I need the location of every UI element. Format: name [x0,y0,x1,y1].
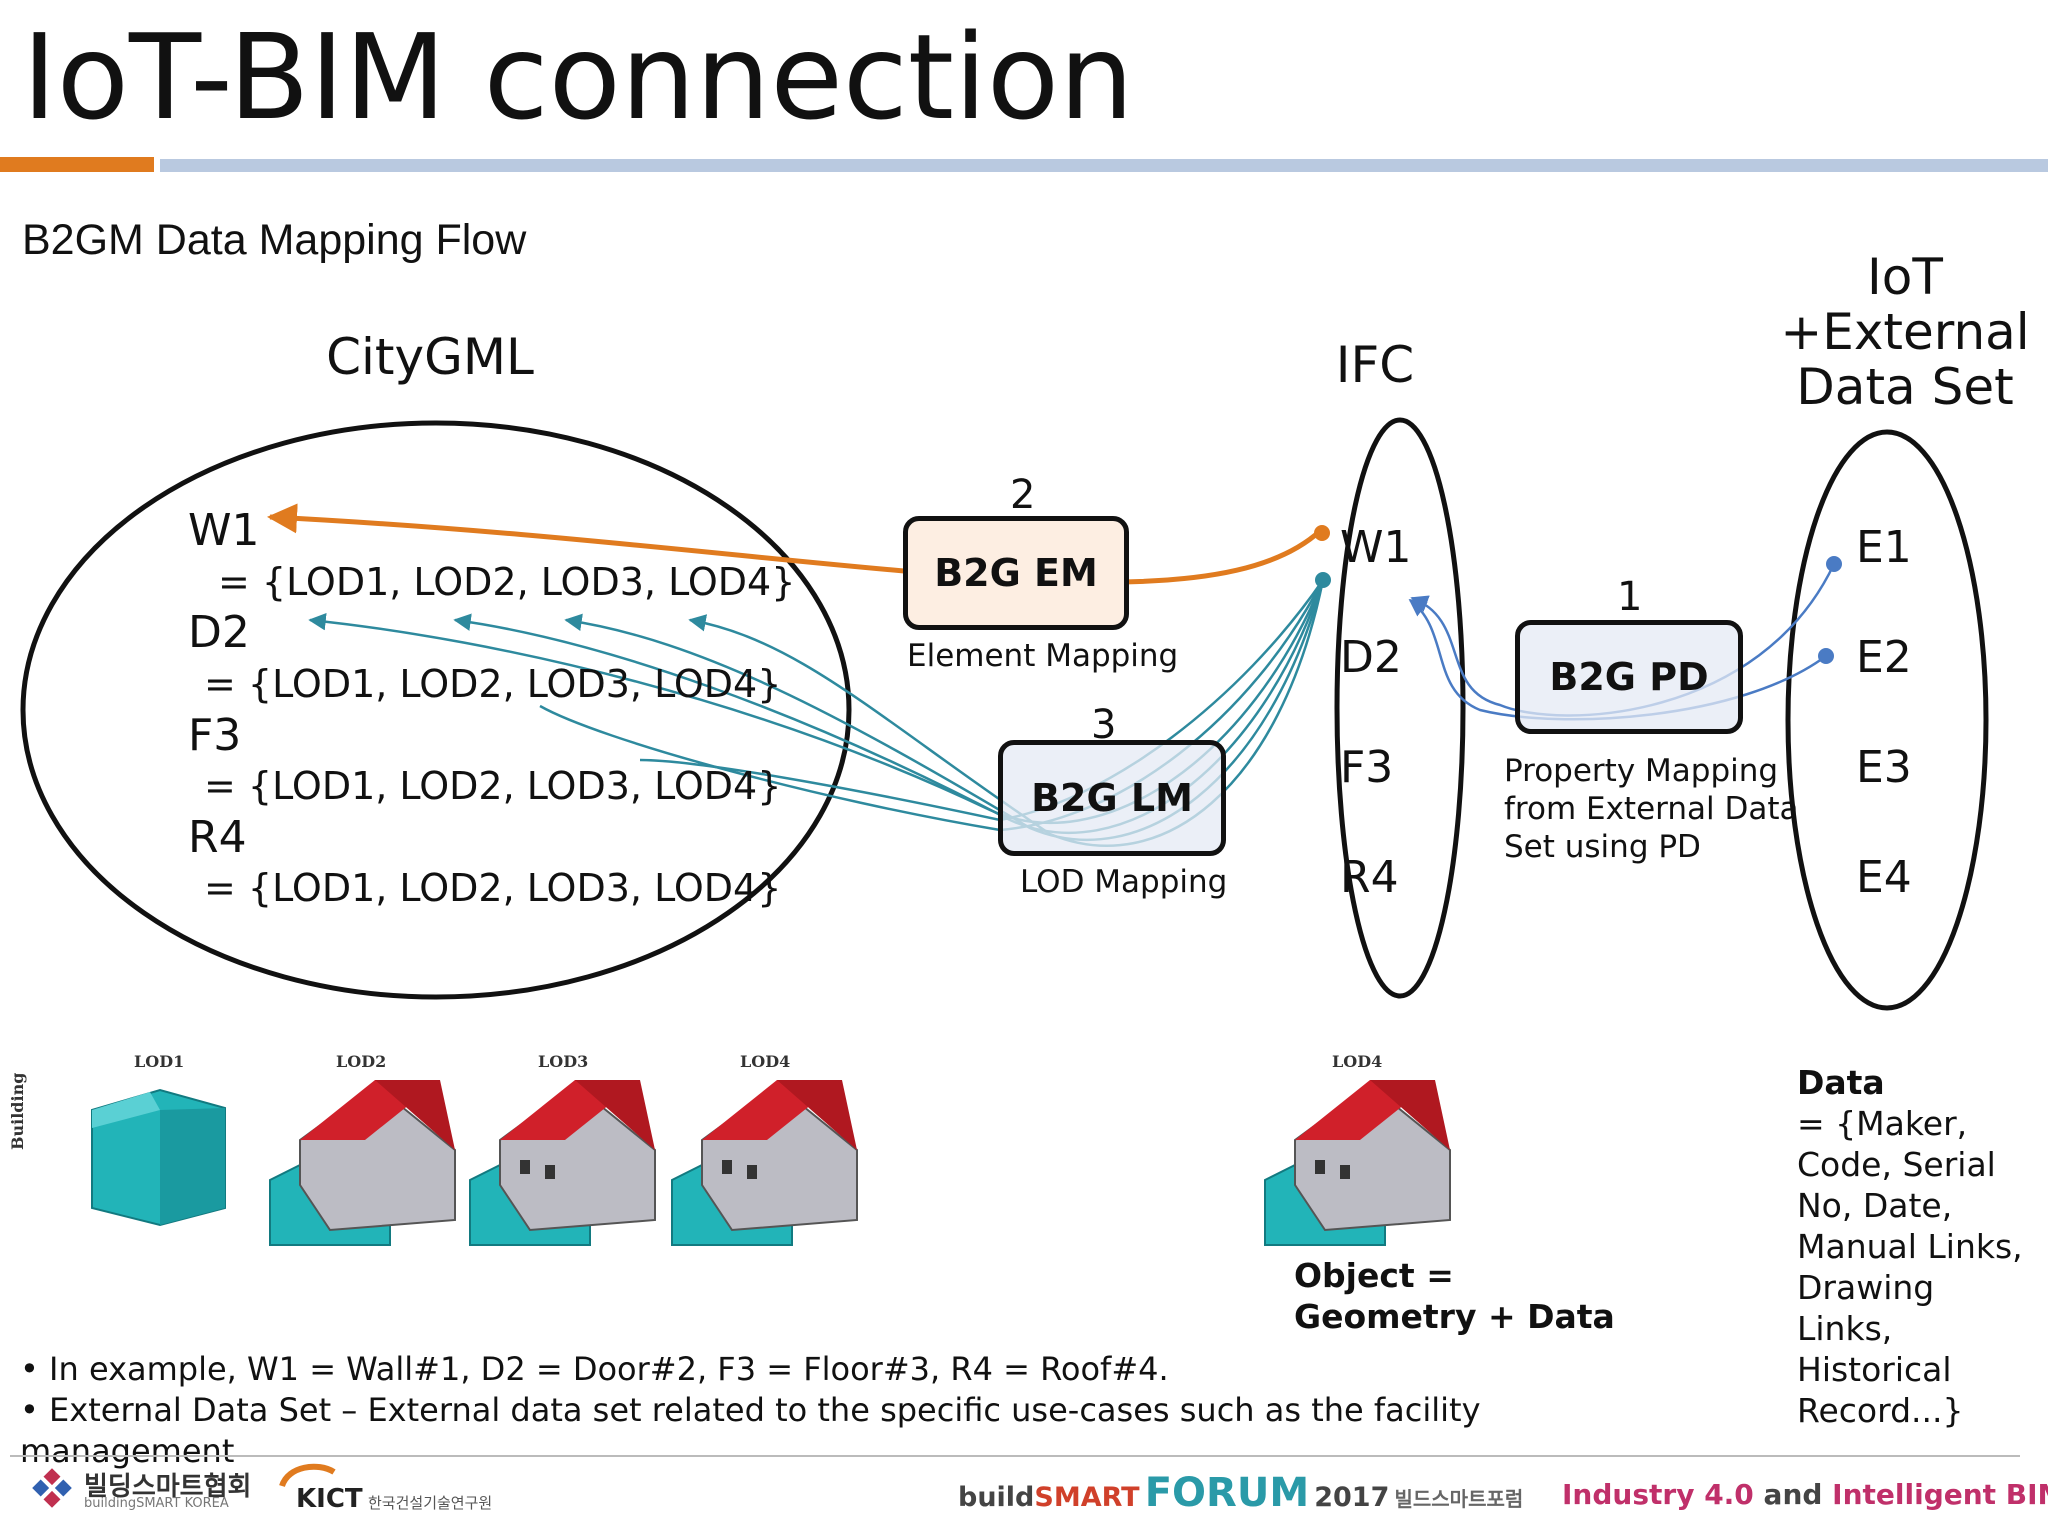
title-accent-bar-blue [160,159,2048,172]
iot-e1-dot [1826,556,1842,572]
data-caption-line: = {Maker, [1797,1104,1968,1143]
forum-word: FORUM [1144,1470,1310,1516]
pd-caption-line: Property Mapping [1504,753,1779,789]
citygml-item-r4-lods: = {LOD1, LOD2, LOD3, LOD4} [204,866,782,910]
bsk-logo-icon [30,1466,74,1510]
diagram-subtitle: B2GM Data Mapping Flow [22,216,527,264]
data-caption-line: Historical [1797,1350,1952,1389]
thumb-side-label: Building [8,1072,27,1150]
forum-build: build [958,1482,1035,1513]
forum-tagline: Industry 4.0 and Intelligent BIM [1562,1478,2048,1511]
bullet-item: • In example, W1 = Wall#1, D2 = Door#2, … [20,1350,1169,1388]
forum-year: 2017 [1314,1482,1390,1513]
lod3-model [469,1080,656,1246]
object-caption-line: Geometry + Data [1294,1297,1615,1336]
data-caption-line: Manual Links, [1797,1227,2023,1266]
data-caption: Data = {Maker, Code, Serial No, Date, Ma… [1797,1062,2023,1431]
data-caption-line: Drawing [1797,1268,1935,1307]
pd-step-number: 1 [1617,574,1643,620]
title-accent-bar-orange [0,157,154,172]
ifc-header: IFC [1335,336,1415,394]
iot-header-line: +External [1780,303,2030,361]
iot-header-line: IoT [1867,248,1943,306]
b2g-pd-box: B2G PD [1515,620,1743,734]
footer-divider [10,1455,2020,1457]
iot-header-line: Data Set [1796,358,2014,416]
thumb-label-lod3: LOD3 [538,1052,589,1071]
iot-item-e2: E2 [1856,632,1912,683]
pd-caption: Property Mapping from External Data Set … [1504,752,1799,866]
data-caption-line: No, Date, [1797,1186,1953,1225]
bullet-item: • External Data Set – External data set … [20,1391,1481,1429]
ifc-w1-teal-dot [1315,572,1331,588]
citygml-ellipse [20,420,852,1000]
citygml-item-w1: W1 [188,505,260,556]
lod1-model [91,1088,226,1227]
ifc-item-w1: W1 [1340,522,1412,573]
iot-item-e4: E4 [1856,852,1912,903]
lm-caption: LOD Mapping [1020,864,1228,900]
lod4-model [671,1080,858,1246]
data-caption-line: Record...} [1797,1391,1964,1430]
iot-header: IoT +External Data Set [1780,250,2030,415]
citygml-item-d2: D2 [188,607,250,658]
data-caption-heading: Data [1797,1063,1885,1102]
ifc-item-r4: R4 [1340,852,1399,903]
citygml-item-f3-lods: = {LOD1, LOD2, LOD3, LOD4} [204,764,782,808]
data-caption-line: Links, [1797,1309,1893,1348]
lod2-model [269,1080,456,1246]
bsk-org-name: 빌딩스마트협회 [84,1472,252,1502]
bullet-list: • In example, W1 = Wall#1, D2 = Door#2, … [20,1349,1481,1472]
kict-sub: 한국건설기술연구원 [368,1494,493,1512]
pd-caption-line: Set using PD [1504,829,1701,865]
tagline-part: Intelligent BIM [1832,1478,2048,1511]
iot-item-e1: E1 [1856,522,1912,573]
forum-kr: 빌드스마트포럼 [1394,1487,1524,1511]
citygml-item-d2-lods: = {LOD1, LOD2, LOD3, LOD4} [204,662,782,706]
em-caption: Element Mapping [907,638,1179,674]
citygml-item-r4: R4 [188,812,247,863]
ifc-w1-dot [1314,525,1330,541]
b2g-lm-box: B2G LM [998,740,1226,856]
bsk-org-sub: buildingSMART KOREA [84,1496,229,1511]
thumb-label-lod2: LOD2 [336,1052,387,1071]
bullet-item: management [20,1432,235,1470]
forum-smart: SMART [1034,1482,1140,1513]
ifc-item-f3: F3 [1340,742,1394,793]
citygml-header: CityGML [326,328,534,386]
ifc-ellipse [1334,417,1466,999]
iot-item-e3: E3 [1856,742,1912,793]
kict-name: KICT [296,1484,363,1514]
thumb-label-lod4: LOD4 [740,1052,791,1071]
ifc-item-d2: D2 [1340,632,1402,683]
data-caption-line: Code, Serial [1797,1145,1996,1184]
forum-banner: buildSMART FORUM 2017 빌드스마트포럼 [958,1470,1523,1516]
pd-caption-line: from External Data [1504,791,1799,827]
iot-ellipse [1785,429,1989,1011]
ifc-lod4-model [1264,1080,1451,1246]
citygml-item-w1-lods: = {LOD1, LOD2, LOD3, LOD4} [218,560,796,604]
ifc-thumb-label: LOD4 [1332,1052,1383,1071]
thumb-label-lod1: LOD1 [134,1052,185,1071]
tagline-part: Industry 4.0 [1562,1478,1754,1511]
iot-e2-dot [1818,648,1834,664]
b2g-em-box: B2G EM [903,516,1129,630]
page-title: IoT-BIM connection [22,8,1134,146]
citygml-item-f3: F3 [188,710,242,761]
em-step-number: 2 [1010,472,1036,518]
object-caption-line: Object = [1294,1256,1454,1295]
tagline-part: and [1763,1478,1823,1511]
object-caption: Object = Geometry + Data [1294,1255,1615,1337]
kict-logo-icon [278,1462,338,1492]
